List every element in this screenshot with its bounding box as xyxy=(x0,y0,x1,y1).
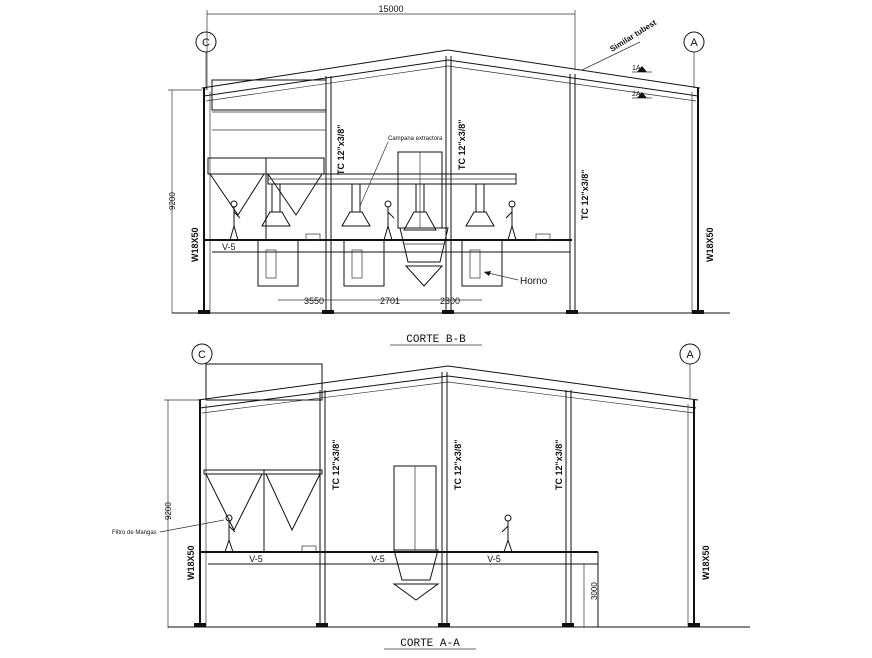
col-label-right-aa: W18X50 xyxy=(701,545,711,580)
hood-2 xyxy=(341,183,371,227)
roof-member-label: Similar tubest xyxy=(608,18,658,54)
height-dimension-aa: 9200 xyxy=(164,502,173,520)
grid-label-c: C xyxy=(202,37,210,49)
pit-dimension: 3000 xyxy=(590,582,599,600)
section-bb: 15000 C A Similar tubest 1A 2A 9200 xyxy=(168,4,730,346)
grid-label-a-aa: A xyxy=(686,349,694,361)
tc-label-aa-3: TC 12"x3/8" xyxy=(554,439,564,490)
worker-figure-aa-1 xyxy=(224,514,236,553)
central-hopper-aa xyxy=(393,549,439,581)
col-label-left: W18X50 xyxy=(190,227,200,262)
roof-top-chord xyxy=(201,49,701,89)
level-mark-1a: 1A xyxy=(632,65,641,72)
worker-figure-1 xyxy=(229,200,241,241)
tc-label-1: TC 12"x3/8" xyxy=(336,124,346,175)
height-dimension: 9200 xyxy=(168,192,177,210)
level-mark-2a: 2A xyxy=(632,91,641,98)
tc-label-aa-1: TC 12"x3/8" xyxy=(331,439,341,490)
dim-2701: 2701 xyxy=(380,296,400,306)
section-title-aa: CORTE A-A xyxy=(400,638,460,650)
section-title-bb: CORTE B-B xyxy=(406,334,466,346)
horno-label: Horno xyxy=(520,276,548,287)
dim-3550: 3550 xyxy=(304,296,324,306)
section-aa: C A 9200 W18X50 W18X50 xyxy=(112,343,750,650)
hood-4 xyxy=(465,183,495,227)
overall-dimension: 15000 xyxy=(378,4,403,14)
tc-label-aa-2: TC 12"x3/8" xyxy=(453,439,463,490)
beam-label-v5: V-5 xyxy=(222,242,236,252)
oven-2 xyxy=(343,239,385,287)
hood-1 xyxy=(261,183,291,227)
tc-label-3: TC 12"x3/8" xyxy=(580,169,590,220)
beam-label-aa-2: V-5 xyxy=(371,554,385,564)
grid-label-a: A xyxy=(690,37,698,49)
grid-bubble-c-aa xyxy=(191,343,213,365)
grid-label-c-aa: C xyxy=(198,349,206,361)
col-label-left-aa: W18X50 xyxy=(186,545,196,580)
col-label-right: W18X50 xyxy=(705,227,715,262)
filtro-label: Filtro de Mangas xyxy=(112,530,157,536)
beam-label-aa-1: V-5 xyxy=(249,554,263,564)
worker-figure-aa-2 xyxy=(501,514,513,553)
worker-figure-3 xyxy=(505,200,517,241)
dim-2300: 2300 xyxy=(440,296,460,306)
worker-figure-2 xyxy=(383,200,395,241)
oven-1 xyxy=(257,239,299,287)
roof-bottom-chord xyxy=(203,59,699,97)
campana-label: Campana extractora xyxy=(388,136,443,142)
oven-3 xyxy=(461,239,503,287)
tc-label-2: TC 12"x3/8" xyxy=(457,119,467,170)
central-hopper xyxy=(399,227,449,263)
beam-label-aa-3: V-5 xyxy=(487,554,501,564)
